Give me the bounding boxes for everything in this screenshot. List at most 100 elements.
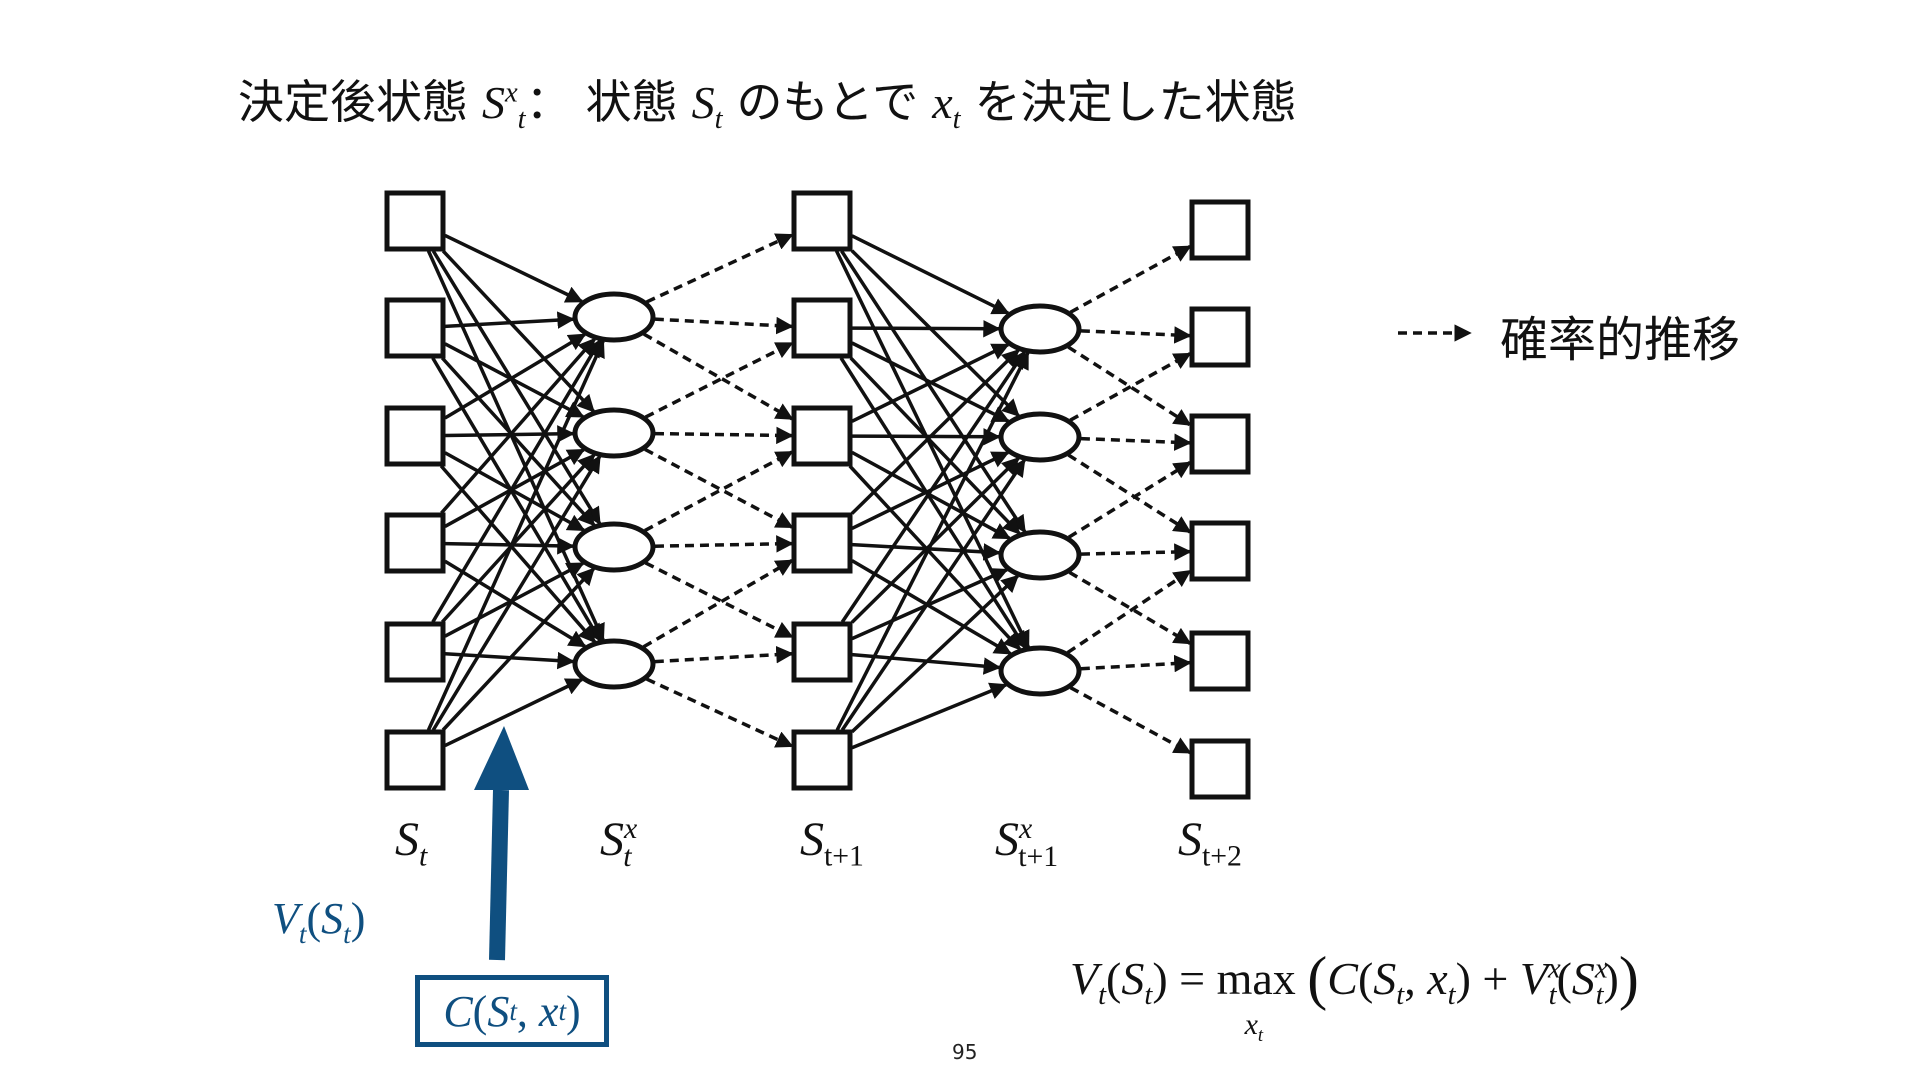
state-node-t: [384, 190, 446, 252]
state-node-t-plus-2: [1189, 199, 1251, 261]
title-state-symbol: St: [691, 77, 723, 136]
stochastic-edge: [1069, 352, 1192, 422]
state-node-t: [384, 621, 446, 683]
decision-edge: [850, 457, 1020, 624]
edges-layer: [426, 233, 1192, 755]
title-mid2: のもとで: [736, 75, 919, 129]
col-label-s-t-plus-1: St+1: [800, 813, 864, 873]
decision-edge: [444, 451, 586, 532]
decision-arrow: [474, 726, 529, 961]
stochastic-edge: [1066, 569, 1192, 655]
state-node-t-plus-2: [1189, 738, 1251, 800]
state-node-t: [384, 512, 446, 574]
post-decision-node-t: [572, 291, 656, 343]
state-node-t-plus-1: [791, 190, 853, 252]
decision-edge: [444, 537, 575, 555]
state-node-t-plus-1: [791, 729, 853, 791]
post-decision-node-t-plus-1: [998, 645, 1082, 697]
stochastic-edge: [1080, 654, 1192, 673]
stochastic-edge: [654, 426, 794, 445]
post-decision-node-t: [572, 407, 656, 459]
decision-edge: [851, 559, 1012, 656]
stochastic-edge: [644, 447, 794, 529]
col-label-s-t-plus-2: St+2: [1178, 813, 1242, 873]
decision-edge: [441, 249, 595, 413]
col-label-s-t-x: Sxt: [600, 812, 638, 873]
decision-edge: [840, 250, 1027, 534]
stochastic-edge: [1080, 433, 1192, 451]
decision-edge: [851, 427, 1001, 446]
decision-edge: [440, 453, 596, 624]
col-label-s-t-plus-1-x: Sxt+1: [995, 812, 1059, 873]
decision-edge: [850, 348, 1020, 515]
stochastic-edge: [644, 450, 794, 533]
decision-edge: [851, 343, 1010, 423]
decision-edge: [444, 333, 587, 420]
stochastic-edge: [644, 561, 794, 639]
decision-edge: [850, 574, 1019, 734]
title-post-decision-symbol: Sxt: [482, 77, 526, 136]
decision-edge: [851, 319, 1001, 338]
title-decision-symbol: xt: [932, 77, 961, 136]
state-node-t-plus-1: [791, 297, 853, 359]
decision-edge: [440, 337, 596, 515]
decision-edge: [439, 464, 597, 644]
decision-edge: [444, 233, 584, 304]
decision-edge: [840, 458, 1026, 731]
decision-edge: [444, 559, 587, 648]
stochastic-edge: [1080, 543, 1192, 561]
decision-edge: [840, 350, 1026, 623]
decision-edge: [851, 568, 1009, 641]
nodes-layer: [384, 190, 1251, 800]
state-node-t-plus-2: [1189, 630, 1251, 692]
title-mid1: 状態: [585, 75, 678, 129]
stochastic-edge: [642, 558, 794, 649]
stochastic-edge: [654, 316, 794, 335]
state-node-t-plus-1: [791, 621, 853, 683]
title-colon: ：: [525, 75, 572, 129]
stochastic-edge: [643, 332, 794, 421]
legend-label-stochastic-transition: 確率的推移: [1500, 312, 1741, 368]
decision-edge: [851, 682, 1008, 750]
state-node-t: [384, 297, 446, 359]
col-label-s-t: St: [395, 813, 428, 873]
title-suffix: を決定した状態: [974, 75, 1297, 129]
decision-edge: [441, 567, 595, 732]
stochastic-edge: [1067, 453, 1192, 534]
state-node-t-plus-2: [1189, 306, 1251, 368]
decision-edge: [431, 454, 602, 731]
decision-edge: [850, 249, 1020, 417]
post-decision-node-t-plus-1: [998, 411, 1082, 463]
stochastic-edge: [645, 677, 794, 748]
post-decision-node-t-plus-1: [998, 303, 1082, 355]
decision-edge: [444, 677, 584, 748]
decision-edge: [848, 464, 1022, 651]
decision-edge: [426, 339, 605, 731]
stochastic-edge: [1067, 345, 1192, 427]
state-node-t: [384, 729, 446, 791]
state-node-t-plus-1: [791, 405, 853, 467]
value-function-label: Vt(St): [272, 894, 366, 949]
decision-edge: [849, 356, 1021, 535]
stochastic-edge: [654, 535, 794, 553]
state-node-t-plus-1: [791, 512, 853, 574]
post-decision-node-t: [572, 521, 656, 573]
title-prefix: 決定後状態: [238, 75, 468, 129]
decision-edge: [835, 351, 1030, 731]
state-node-t-plus-2: [1189, 413, 1251, 475]
decision-edge: [431, 339, 602, 623]
stochastic-edge: [1067, 461, 1192, 539]
state-node-t-plus-2: [1189, 520, 1251, 582]
stochastic-edge: [644, 341, 794, 419]
decision-edge: [440, 356, 596, 527]
post-decision-node-t: [572, 638, 656, 690]
stochastic-edge: [1068, 570, 1192, 645]
decision-edge: [444, 311, 575, 329]
stochastic-edge: [1069, 686, 1192, 755]
stochastic-edge: [1069, 244, 1192, 314]
